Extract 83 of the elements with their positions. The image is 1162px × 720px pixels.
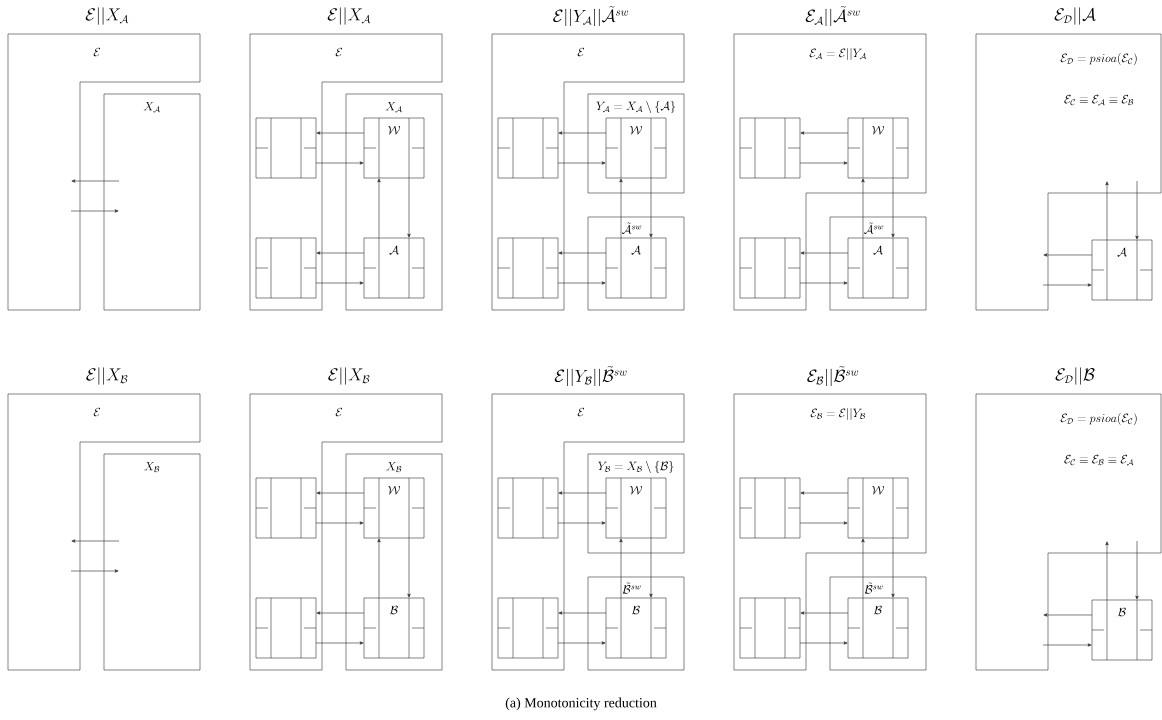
process-box — [497, 477, 559, 539]
process-box: $\mathcal{W}$ — [363, 117, 425, 179]
process-box — [739, 597, 801, 659]
arrow — [315, 161, 364, 165]
arrow — [316, 491, 365, 495]
arrow — [799, 521, 848, 525]
arrow — [70, 209, 119, 213]
process-box — [739, 237, 801, 299]
arrow — [71, 539, 120, 543]
arrow — [1105, 541, 1109, 601]
process-box: $\mathcal{W}$ — [847, 477, 909, 539]
process-box — [255, 477, 317, 539]
arrow — [557, 641, 606, 645]
arrow — [407, 537, 411, 598]
arrow — [557, 161, 606, 165]
process-box — [497, 597, 559, 659]
process-box: $\mathcal{A}$ — [1091, 239, 1153, 301]
arrow — [861, 538, 865, 599]
arrow — [800, 131, 849, 135]
process-box: $\mathcal{W}$ — [363, 477, 425, 539]
group-box: $X_{\mathcal{B}}$ — [103, 453, 201, 671]
arrow — [1135, 540, 1139, 600]
process-box — [497, 117, 559, 179]
panel-title: $\mathcal{E}||X_{\mathcal{A}}$ — [327, 7, 371, 25]
process-box: $\mathcal{B}$ — [605, 597, 667, 659]
process-box: $\mathcal{B}$ — [847, 597, 909, 659]
arrow — [315, 641, 364, 645]
process-box — [739, 477, 801, 539]
arrow — [619, 178, 623, 239]
process-box: $\mathcal{A}$ — [847, 237, 909, 299]
process-box: $\mathcal{B}$ — [1091, 599, 1153, 661]
panel-title: $\mathcal{E}||Y_{\mathcal{B}}||\tilde{\mathcal{B}}^{sw}$ — [554, 366, 627, 386]
arrow — [799, 641, 848, 645]
process-box: $\mathcal{W}$ — [605, 117, 667, 179]
arrow — [557, 521, 606, 525]
process-box — [255, 597, 317, 659]
arrow — [315, 281, 364, 285]
panel-title: $\mathcal{E}_{\mathcal{B}}||\tilde{\mathcal{B}}^{sw}$ — [807, 366, 859, 386]
arrow — [800, 251, 849, 255]
arrow — [316, 251, 365, 255]
arrow — [70, 569, 119, 573]
arrow — [861, 178, 865, 239]
arrow — [558, 251, 607, 255]
caption: (a) Monotonicity reduction — [505, 697, 657, 711]
arrow — [619, 538, 623, 599]
arrow — [1043, 253, 1093, 257]
arrow — [799, 161, 848, 165]
arrow — [558, 131, 607, 135]
process-box: $\mathcal{A}$ — [363, 237, 425, 299]
arrow — [1042, 643, 1092, 647]
arrow — [1043, 613, 1093, 617]
arrow — [558, 491, 607, 495]
process-box — [255, 117, 317, 179]
process-box: $\mathcal{A}$ — [605, 237, 667, 299]
panel-title: $\mathcal{E}||Y_{\mathcal{A}}||\tilde{\mathcal{A}}^{sw}$ — [553, 6, 629, 26]
panel-title: $\mathcal{E}||X_{\mathcal{B}}$ — [328, 367, 370, 385]
arrow — [800, 491, 849, 495]
process-box — [497, 237, 559, 299]
arrow — [799, 281, 848, 285]
arrow — [407, 177, 411, 238]
arrow — [377, 178, 381, 239]
arrow — [71, 179, 120, 183]
process-box: $\mathcal{W}$ — [605, 477, 667, 539]
arrow — [1042, 283, 1092, 287]
arrow — [891, 177, 895, 238]
arrow — [315, 521, 364, 525]
arrow — [1105, 181, 1109, 241]
arrow — [649, 537, 653, 598]
process-box: $\mathcal{W}$ — [847, 117, 909, 179]
group-box: $X_{\mathcal{A}}$ — [103, 93, 201, 311]
process-box — [739, 117, 801, 179]
arrow — [800, 611, 849, 615]
arrow — [558, 611, 607, 615]
arrow — [316, 131, 365, 135]
arrow — [557, 281, 606, 285]
arrow — [649, 177, 653, 238]
arrow — [1135, 180, 1139, 240]
process-box: $\mathcal{B}$ — [363, 597, 425, 659]
arrow — [316, 611, 365, 615]
arrow — [891, 537, 895, 598]
panel-title: $\mathcal{E}_{\mathcal{A}}||\tilde{\mathcal{A}}^{sw}$ — [805, 6, 860, 26]
process-box — [255, 237, 317, 299]
arrow — [377, 538, 381, 599]
